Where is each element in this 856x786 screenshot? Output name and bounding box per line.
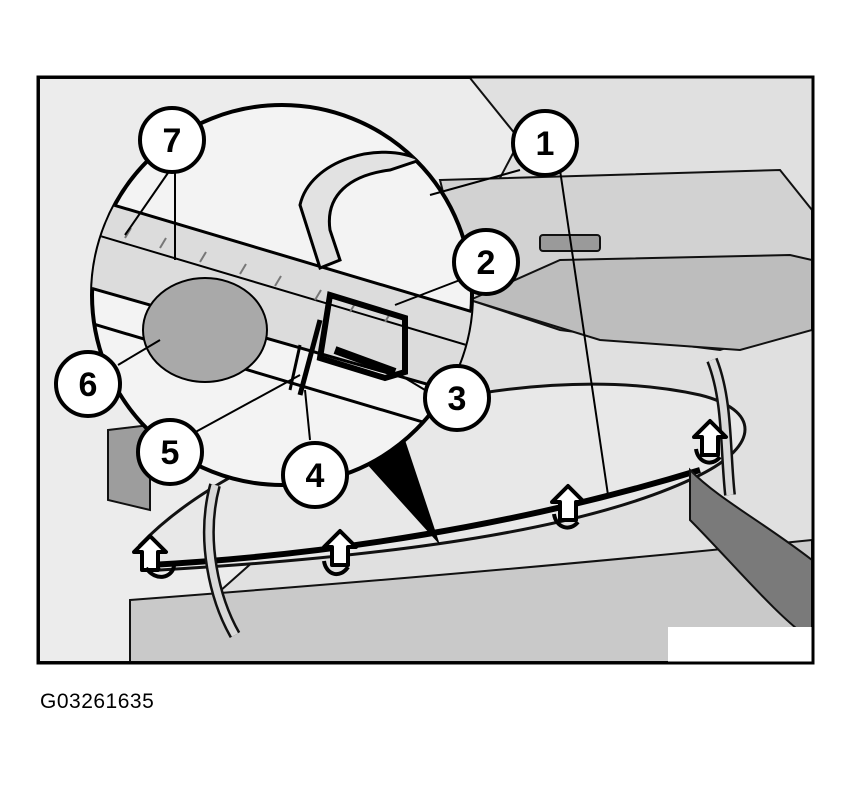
- svg-text:6: 6: [79, 366, 98, 404]
- arrow-up-icon: [322, 529, 358, 577]
- illustration-area: 1 2 3 4 5 6 7: [39, 78, 812, 662]
- retaining-bracket: [316, 291, 408, 382]
- zoom-pointer: [365, 440, 440, 545]
- leader-lines: [117, 169, 609, 496]
- svg-text:1: 1: [536, 125, 555, 163]
- figure-frame: [36, 75, 815, 665]
- svg-text:5: 5: [161, 434, 180, 472]
- clip-release-arrows: [132, 419, 728, 579]
- callout-2: 2: [452, 228, 520, 296]
- svg-text:2: 2: [477, 244, 496, 282]
- svg-text:3: 3: [448, 380, 467, 418]
- callout-6: 6: [54, 350, 122, 418]
- callout-5: 5: [136, 418, 204, 486]
- arrow-up-icon: [692, 419, 728, 465]
- callout-1: 1: [511, 109, 579, 177]
- figure-id-label: G03261635: [40, 690, 155, 713]
- callouts: 1 2 3 4 5 6 7: [54, 106, 579, 509]
- clip-oval: [142, 277, 268, 383]
- callout-7: 7: [138, 106, 206, 174]
- trim-strip: [92, 192, 472, 407]
- trim-panel-edge: [149, 467, 701, 568]
- latch-hook: [298, 150, 424, 270]
- svg-text:7: 7: [163, 122, 182, 160]
- trunk-frame: [467, 253, 812, 352]
- svg-text:4: 4: [306, 457, 325, 495]
- callout-3: 3: [423, 364, 491, 432]
- callout-4: 4: [281, 441, 349, 509]
- arrow-up-icon: [132, 534, 176, 579]
- arrow-up-icon: [550, 484, 586, 530]
